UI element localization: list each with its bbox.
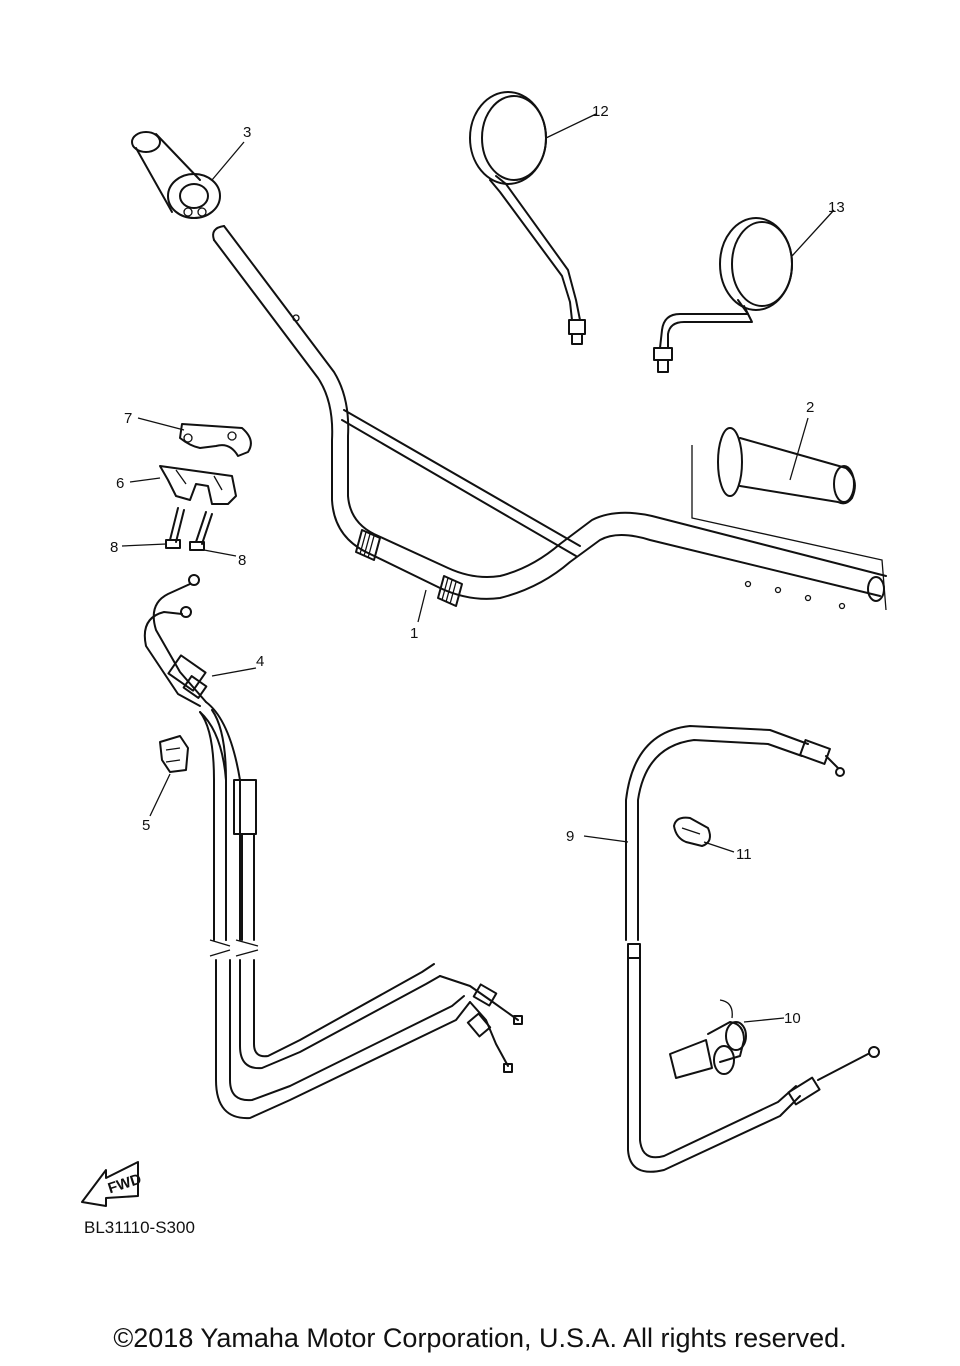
handlebar xyxy=(212,225,887,611)
callout-6: 6 xyxy=(116,475,124,492)
callout-2: 2 xyxy=(806,399,814,416)
clutch-cable xyxy=(625,725,880,1173)
throttle-grip xyxy=(131,131,221,219)
holder-upper xyxy=(179,423,252,457)
callout-12: 12 xyxy=(592,103,609,120)
callout-10: 10 xyxy=(784,1010,801,1027)
callout-labels: 1 2 3 4 5 6 7 8 8 9 10 11 12 13 xyxy=(110,103,845,1027)
leader-lines xyxy=(121,113,835,1023)
callout-13: 13 xyxy=(828,199,845,216)
callout-7: 7 xyxy=(124,410,132,427)
holder-lower xyxy=(159,465,237,505)
grip-right xyxy=(717,427,856,505)
fwd-arrow-icon: FWD xyxy=(81,1161,144,1207)
diagram-code: BL31110-S300 xyxy=(84,1218,195,1237)
callout-5: 5 xyxy=(142,817,150,834)
callout-4: 4 xyxy=(256,653,264,670)
mirror-right xyxy=(653,217,793,373)
clutch-clamp xyxy=(669,999,747,1079)
callout-8-right: 8 xyxy=(238,552,246,569)
bolt-right xyxy=(189,511,213,551)
callout-3: 3 xyxy=(243,124,251,141)
cable-clip xyxy=(673,816,711,847)
mirror-left xyxy=(469,91,586,345)
callout-8-left: 8 xyxy=(110,539,118,556)
callout-1: 1 xyxy=(410,625,418,642)
knurl-band-right xyxy=(437,575,463,607)
bolt-left xyxy=(165,507,185,549)
throttle-cable xyxy=(143,574,523,1120)
cable-guide xyxy=(159,735,189,773)
callout-11: 11 xyxy=(736,846,752,863)
copyright-notice: ©2018 Yamaha Motor Corporation, U.S.A. A… xyxy=(113,1323,847,1353)
callout-9: 9 xyxy=(566,828,574,845)
knurl-band-left xyxy=(355,529,381,561)
